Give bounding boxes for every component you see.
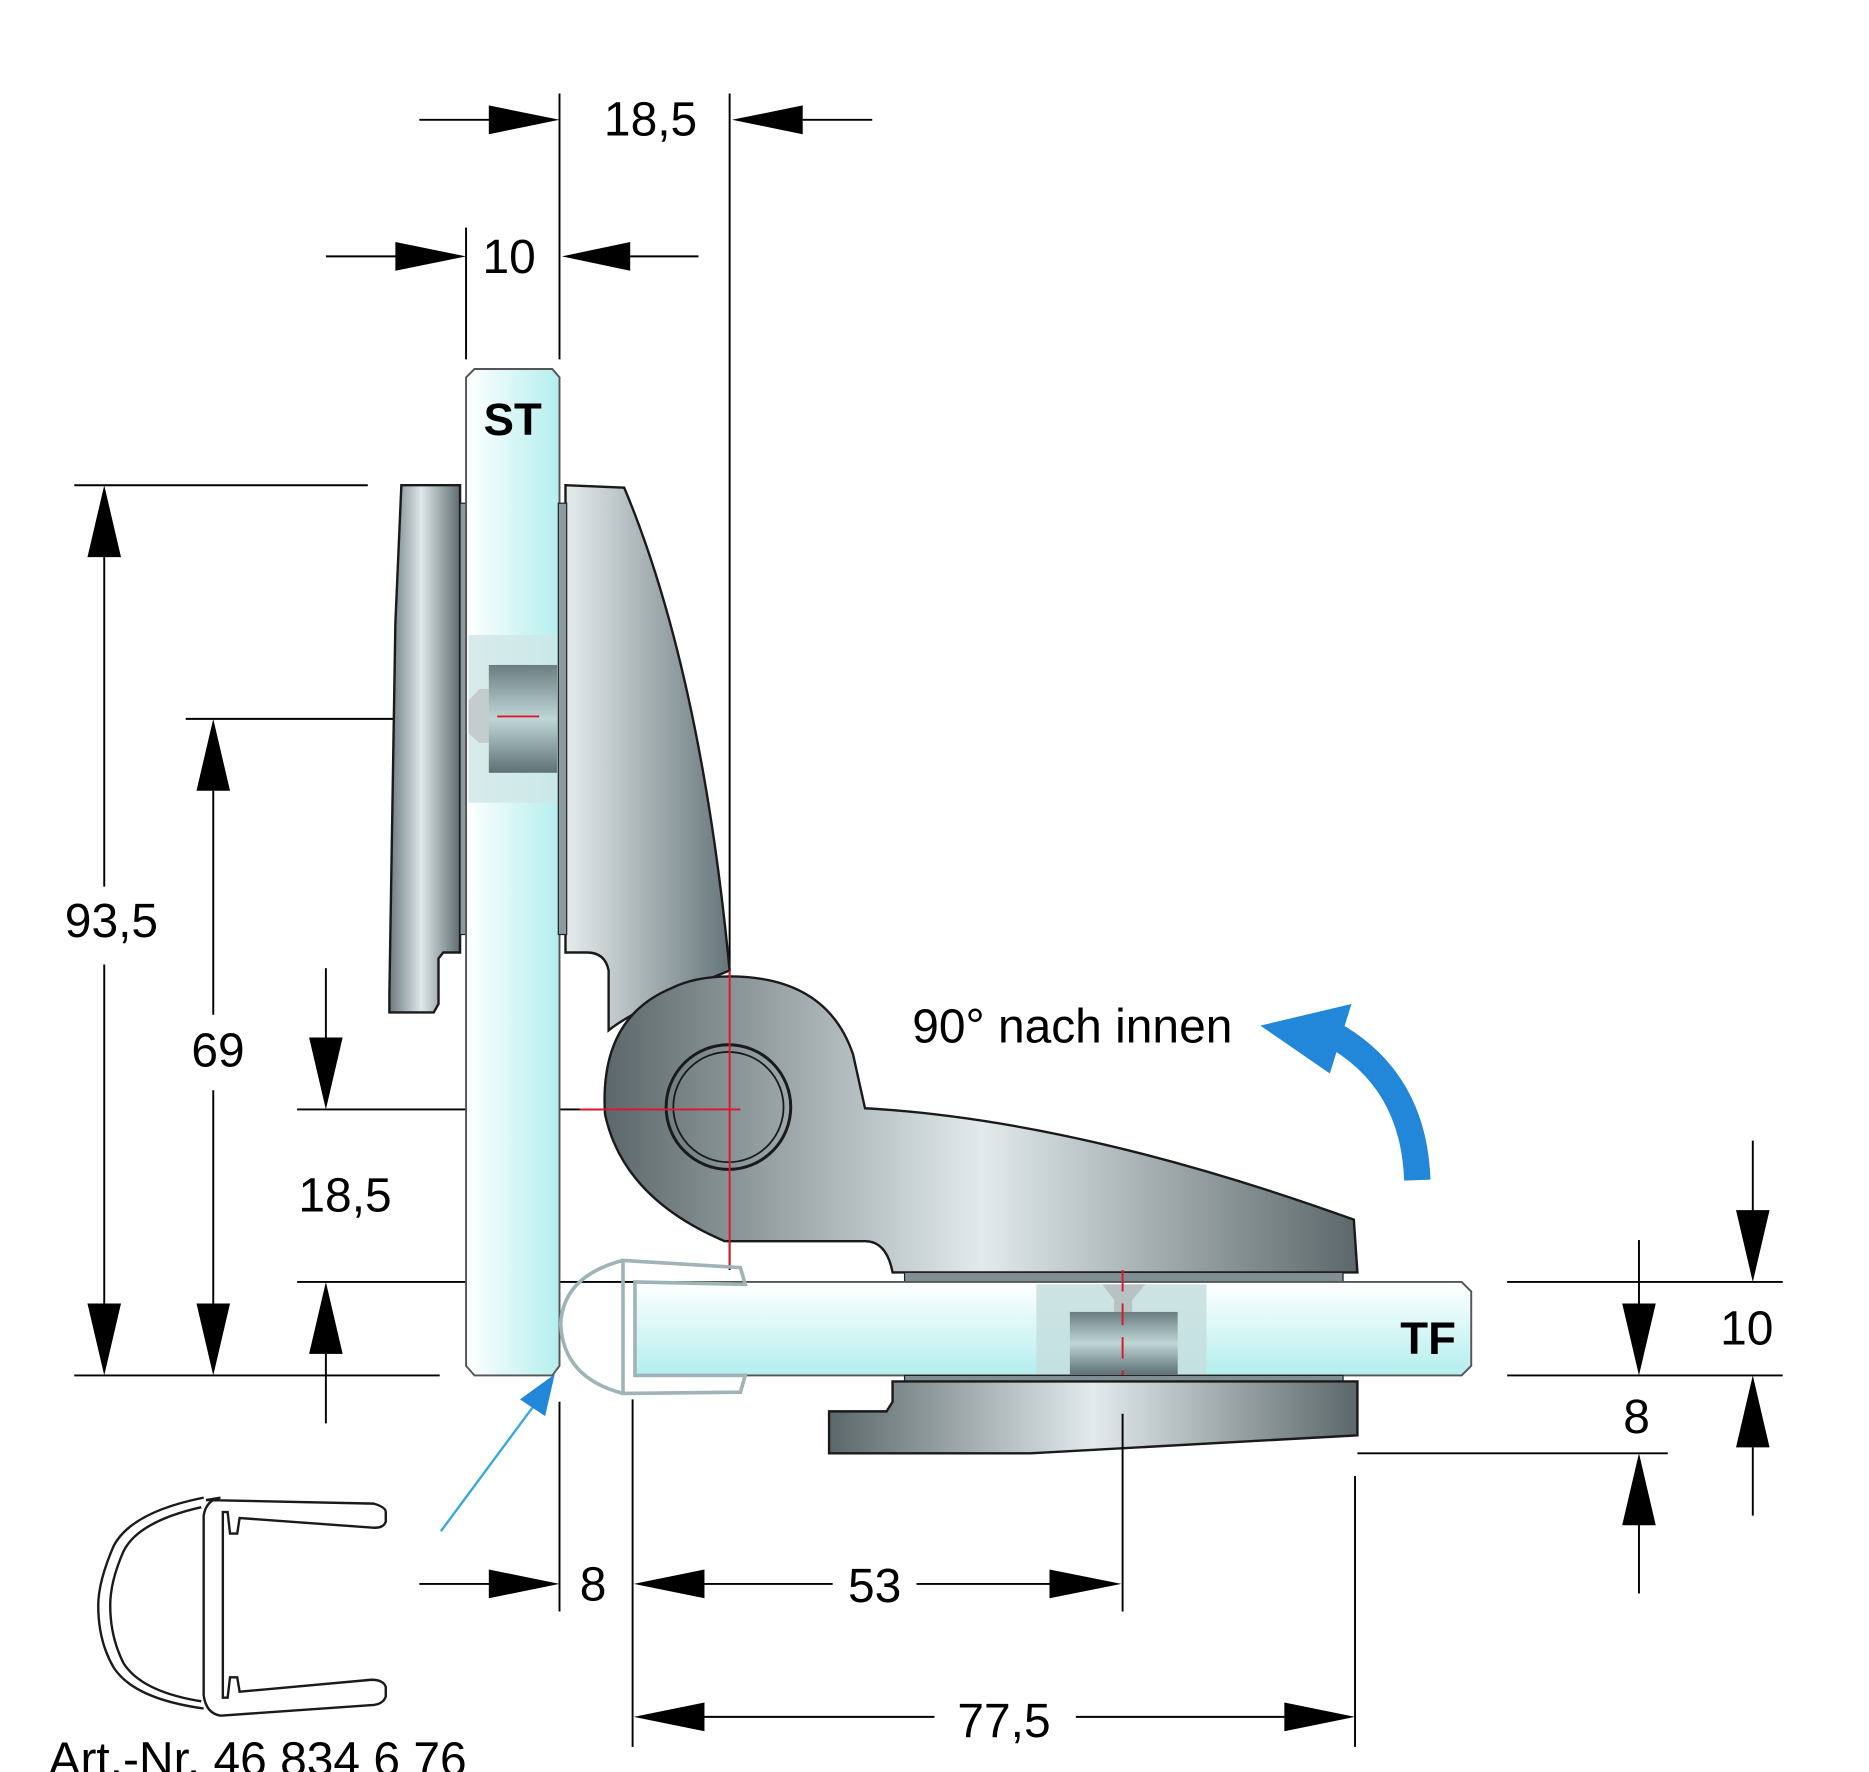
dim-label-left-18-5: 18,5 — [298, 1169, 391, 1222]
dim-label-top-10: 10 — [483, 231, 536, 284]
dim-label-bottom-8: 8 — [580, 1559, 607, 1612]
st-screw-body — [488, 664, 558, 773]
dimension-left-69: 69 — [185, 717, 396, 1376]
dimension-bottom-77-5: 77,5 — [633, 1476, 1356, 1748]
dim-label-bottom-77-5: 77,5 — [957, 1695, 1050, 1748]
st-screw-head — [468, 688, 491, 743]
dim-label-right-8: 8 — [1623, 1391, 1650, 1444]
dimension-bottom-8: 8 — [419, 1401, 607, 1612]
rotation-arrow-icon — [1260, 1004, 1431, 1181]
tf-screw-body — [1069, 1311, 1178, 1375]
door-plate-top-gasket — [903, 1271, 1344, 1283]
dim-label-left-69: 69 — [191, 1024, 244, 1077]
dim-label-right-10: 10 — [1720, 1302, 1773, 1355]
door-lower-clamp-plate — [827, 1380, 1359, 1455]
article-number: Art.-Nr. 46 834 6 76 — [49, 1734, 467, 1772]
dimension-left-18-5: 18,5 — [297, 968, 671, 1424]
hinge-pin-inner — [672, 1051, 785, 1164]
hinge-knuckle-arm — [603, 975, 1359, 1274]
dim-label-top-18-5: 18,5 — [604, 93, 697, 146]
dimension-top-10: 10 — [325, 227, 699, 360]
seal-pointer-arrow-icon — [439, 1374, 555, 1532]
tf-screw-head — [1102, 1284, 1146, 1312]
dimension-right-10: 10 — [1507, 1140, 1783, 1516]
fixed-glass-st — [465, 368, 561, 1377]
hinge-pin — [664, 1043, 793, 1171]
door-seal-profile — [558, 1258, 748, 1396]
seal-profile-detail — [97, 1496, 387, 1717]
dim-label-bottom-53: 53 — [848, 1560, 901, 1613]
rotation-label: 90° nach innen — [912, 1000, 1232, 1053]
dimension-left-93-5: 93,5 — [65, 484, 440, 1377]
fixed-glass-label: ST — [484, 394, 542, 445]
right-gasket — [557, 502, 568, 936]
dimension-bottom-53: 53 — [631, 1399, 1124, 1747]
dim-label-left-93-5: 93,5 — [65, 895, 158, 948]
left-clamp-plate — [388, 484, 462, 1014]
dimension-right-8: 8 — [1357, 1240, 1668, 1594]
door-glass-label: TF — [1400, 1313, 1456, 1364]
hinge-upper-wing — [564, 483, 731, 1033]
